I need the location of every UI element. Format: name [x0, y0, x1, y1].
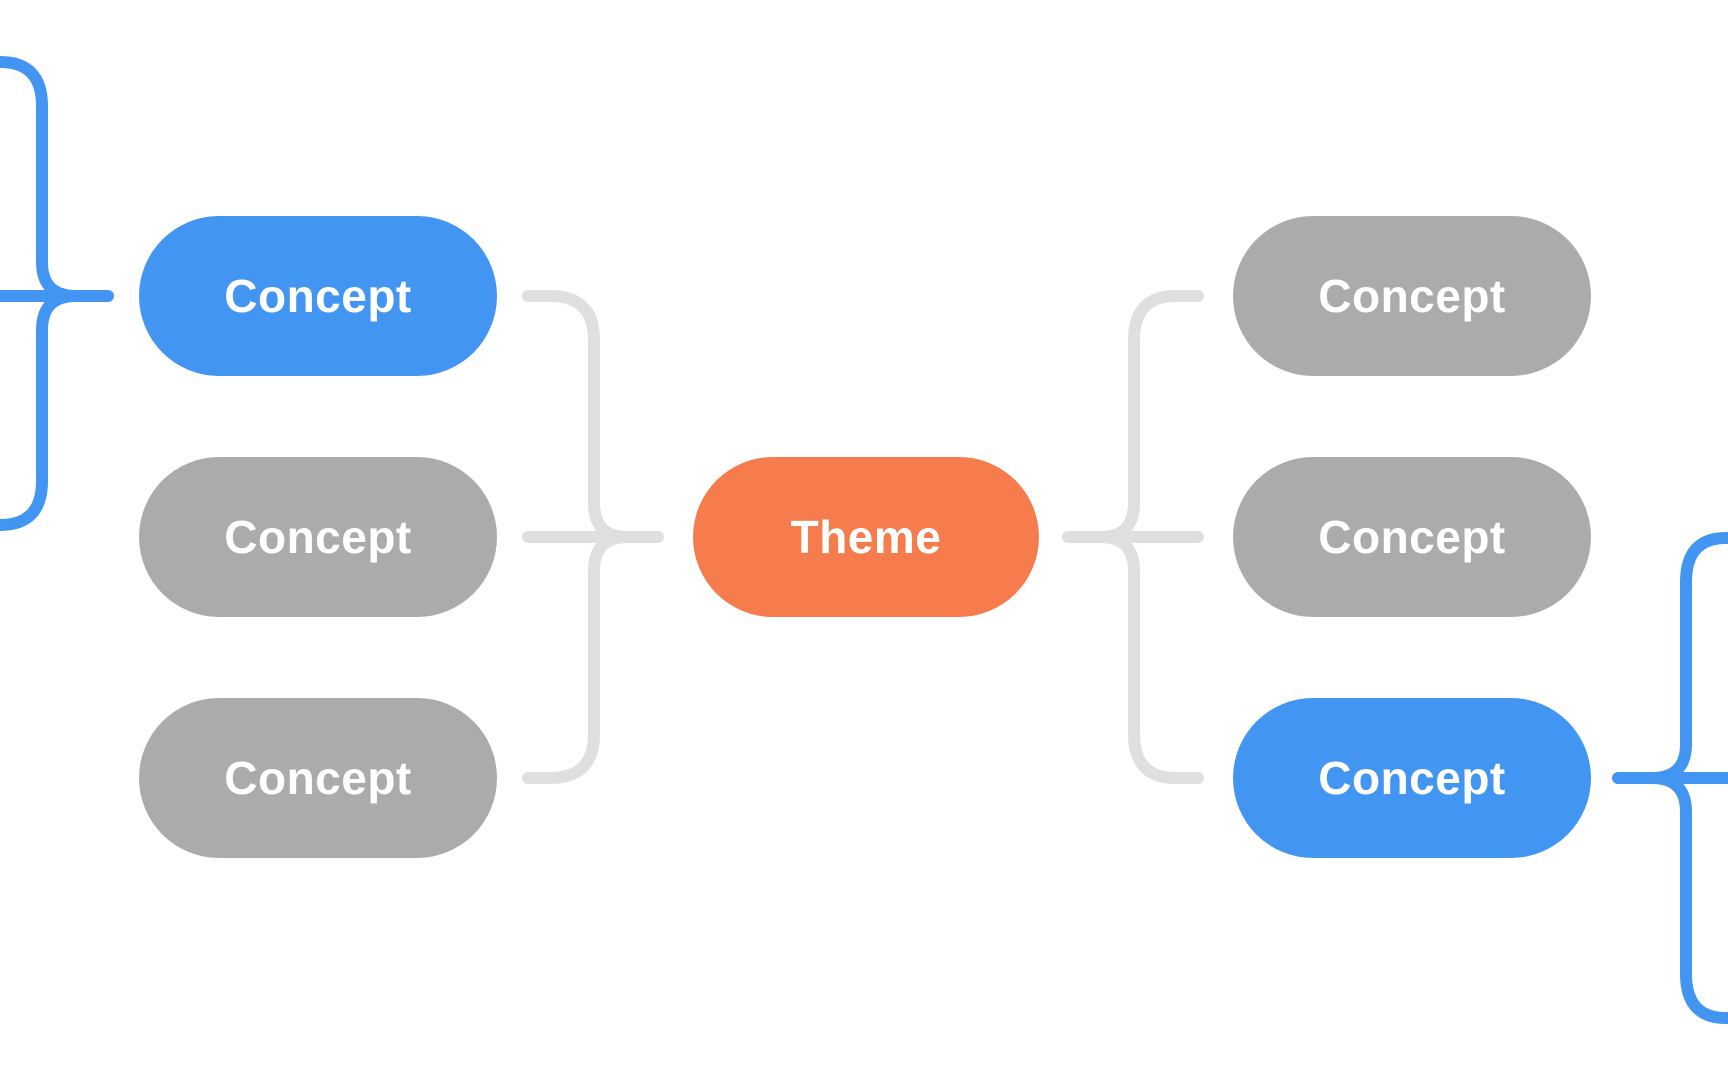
right-gray-brace — [1062, 290, 1204, 784]
concept-node-label: Concept — [1318, 511, 1506, 563]
concept-node-right-2[interactable]: Concept — [1233, 457, 1591, 617]
concept-node-left-1[interactable]: Concept — [139, 216, 497, 376]
theme-node[interactable]: Theme — [693, 457, 1039, 617]
concept-node-right-1[interactable]: Concept — [1233, 216, 1591, 376]
concept-node-label: Concept — [1318, 270, 1506, 322]
concept-node-left-3[interactable]: Concept — [139, 698, 497, 858]
right-blue-brace — [1612, 532, 1728, 1024]
concept-node-label: Concept — [224, 752, 412, 804]
concept-node-label: Concept — [224, 511, 412, 563]
left-gray-brace — [522, 290, 664, 784]
concept-node-label: Concept — [224, 270, 412, 322]
left-blue-brace — [0, 56, 114, 531]
concept-node-right-3[interactable]: Concept — [1233, 698, 1591, 858]
concept-node-label: Concept — [1318, 752, 1506, 804]
theme-node-label: Theme — [790, 511, 942, 563]
concept-node-left-2[interactable]: Concept — [139, 457, 497, 617]
